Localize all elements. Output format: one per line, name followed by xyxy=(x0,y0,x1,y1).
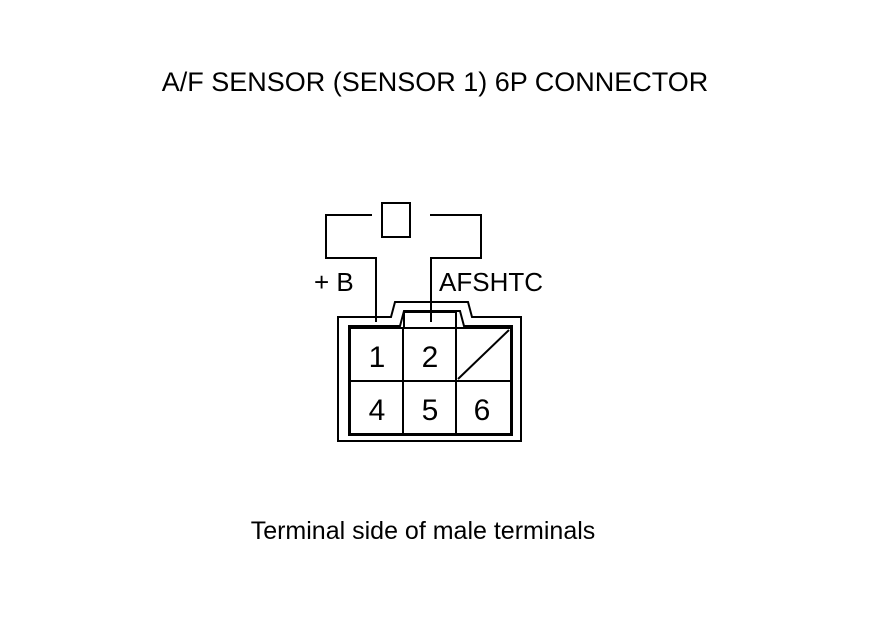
connector-housing xyxy=(337,301,522,442)
diagram-caption: Terminal side of male terminals xyxy=(251,517,596,545)
unused-cavity-slash xyxy=(457,329,510,380)
wire-afshtc xyxy=(430,214,482,322)
terminal-number-5: 5 xyxy=(422,394,439,427)
terminal-number-4: 4 xyxy=(369,394,386,427)
afshtc-label: AFSHTC xyxy=(439,267,543,297)
terminal-number-6: 6 xyxy=(474,394,491,427)
terminal-number-1: 1 xyxy=(369,341,386,374)
diagram-title: A/F SENSOR (SENSOR 1) 6P CONNECTOR xyxy=(162,67,709,97)
sensor-element xyxy=(381,202,411,238)
plus-b-label: + B xyxy=(314,267,354,297)
terminal-number-2: 2 xyxy=(422,341,439,374)
wire-plus-b xyxy=(325,214,377,322)
terminal-cavity-6 xyxy=(455,380,512,435)
